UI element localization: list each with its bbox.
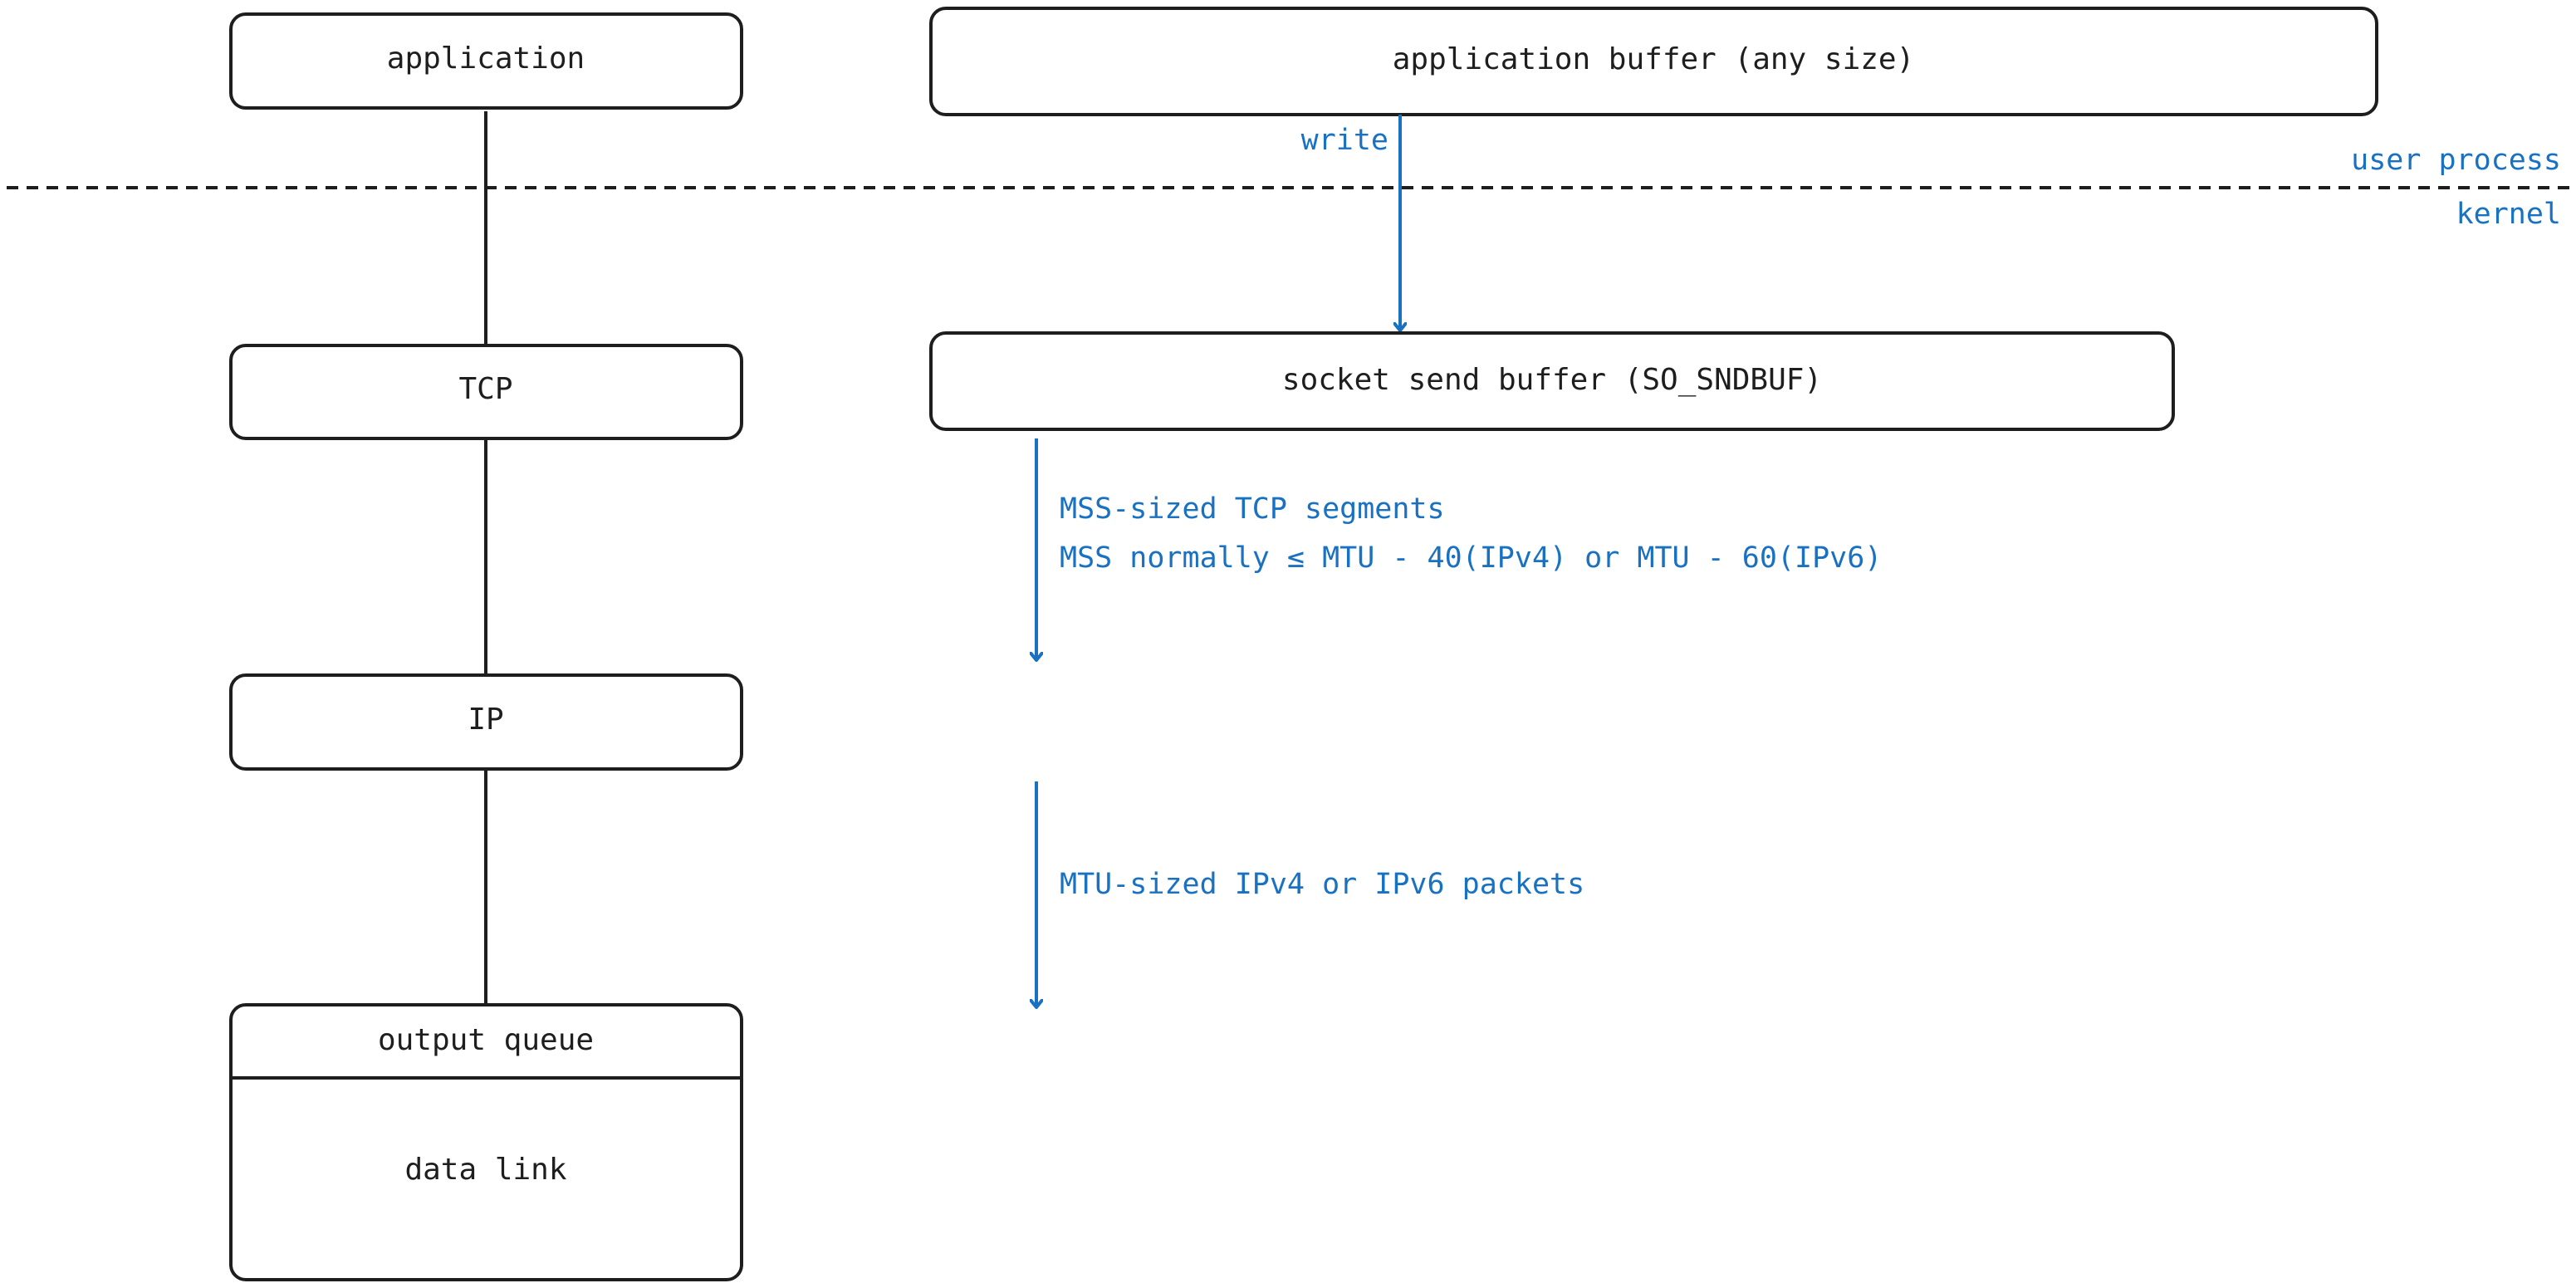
datalink-label: data link [404, 1153, 566, 1187]
socket-send-buffer-box: socket send buffer (SO_SNDBUF) [929, 331, 2175, 431]
ip-label: IP [468, 703, 503, 737]
application-buffer-box: application buffer (any size) [929, 7, 2378, 116]
ip-box: IP [229, 673, 743, 771]
kernel-label: kernel [2456, 198, 2561, 231]
ip-packets-label: MTU-sized IPv4 or IPv6 packets [1060, 868, 1584, 901]
mss-note-label: MSS normally ≤ MTU - 40(IPv4) or MTU - 6… [1060, 541, 1882, 575]
output-queue-label: output queue [378, 1023, 594, 1057]
write-label: write [1301, 124, 1388, 157]
tcp-box: TCP [229, 344, 743, 440]
application-label: application [387, 42, 585, 76]
datalink-box: output queue data link [229, 1003, 743, 1281]
application-box: application [229, 12, 743, 110]
socket-send-buffer-label: socket send buffer (SO_SNDBUF) [1282, 363, 1822, 397]
tcp-segments-label: MSS-sized TCP segments [1060, 492, 1445, 526]
tcp-label: TCP [458, 372, 512, 406]
user-process-label: user process [2351, 144, 2561, 177]
application-buffer-label: application buffer (any size) [1393, 42, 1915, 76]
